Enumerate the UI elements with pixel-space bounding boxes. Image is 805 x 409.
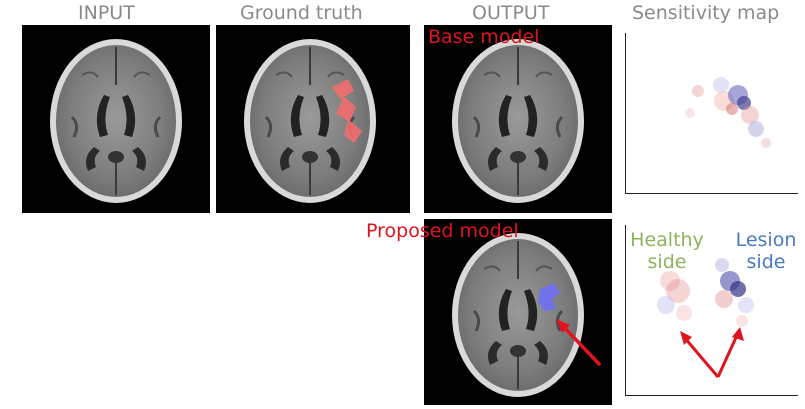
lesion-side-line2: side	[746, 251, 786, 273]
header-output: OUTPUT	[472, 2, 550, 24]
proposed-model-output-image	[424, 219, 612, 405]
header-ground-truth: Ground truth	[240, 2, 363, 24]
header-input: INPUT	[78, 2, 135, 24]
base-model-label: Base model	[428, 26, 540, 48]
input-ct-image	[22, 25, 210, 213]
ground-truth-image	[216, 25, 410, 213]
arrows-icon	[680, 327, 744, 378]
arrow-icon	[556, 319, 602, 367]
brain-ct-slice	[450, 37, 586, 205]
healthy-side-line1: Healthy	[630, 229, 704, 251]
header-sensitivity-map: Sensitivity map	[632, 2, 780, 24]
sensitivity-heatmap	[685, 77, 771, 148]
sensitivity-map-proposed	[625, 225, 798, 396]
base-model-output-image	[424, 25, 612, 213]
sensitivity-map-base	[625, 33, 798, 194]
brain-ct-slice	[242, 37, 378, 205]
healthy-side-line2: side	[647, 251, 687, 273]
lesion-side-label: Lesion side	[730, 229, 802, 273]
brain-ct-slice	[450, 231, 602, 399]
brain-ct-slice	[48, 37, 184, 205]
sensitivity-heatmap	[657, 258, 754, 378]
healthy-side-label: Healthy side	[627, 229, 707, 273]
lesion-side-line1: Lesion	[735, 229, 797, 251]
ground-truth-lesion-mask	[332, 79, 362, 143]
proposed-model-label: Proposed model	[366, 220, 519, 242]
predicted-lesion-mask	[538, 283, 560, 311]
